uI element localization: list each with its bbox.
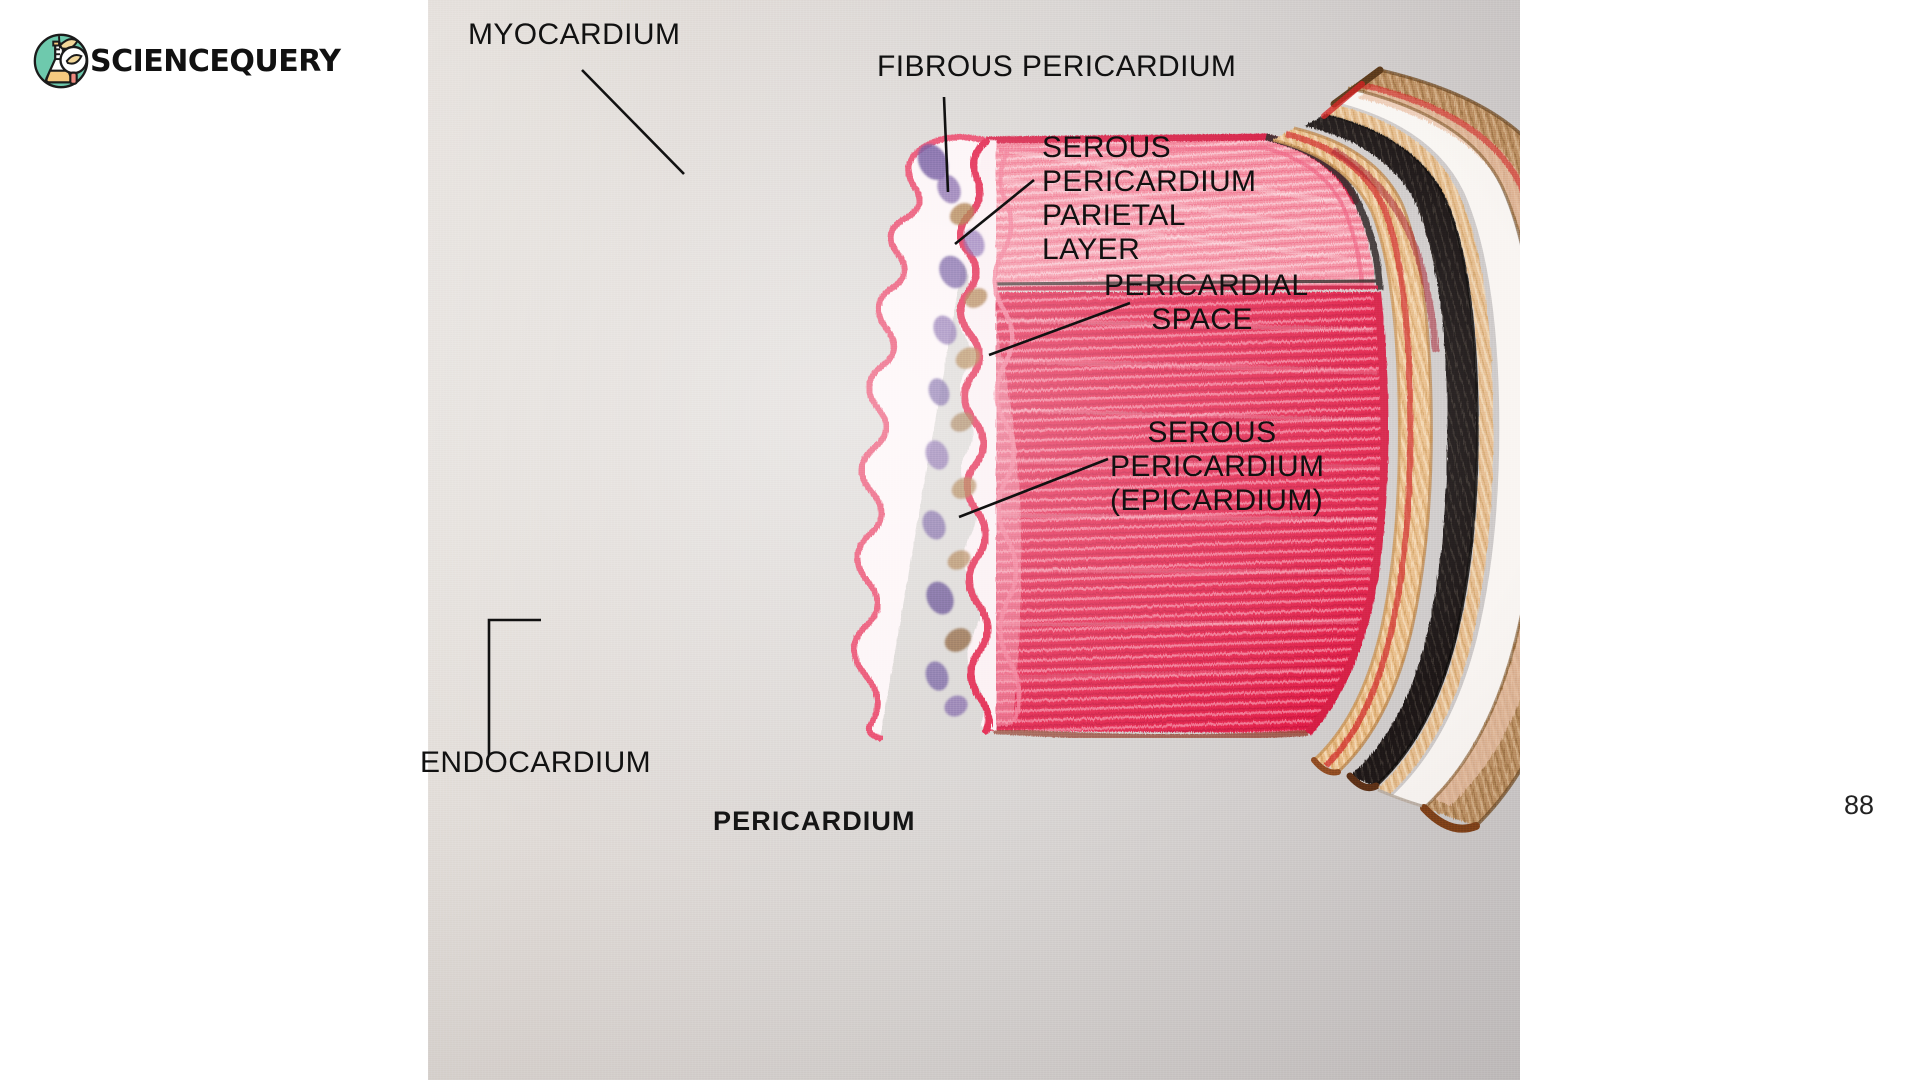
label-serous-pericardium-parietal-layer: SEROUS PERICARDIUM PARIETAL LAYER	[1042, 131, 1257, 266]
label-myocardium: MYOCARDIUM	[468, 18, 681, 51]
label-endocardium: ENDOCARDIUM	[420, 746, 652, 779]
figure-photo	[428, 0, 1520, 1080]
brand-name: SCIENCEQUERY	[90, 43, 341, 79]
page-number: 88	[1843, 790, 1874, 820]
label-pericardial-space: PERICARDIAL SPACE	[1104, 269, 1309, 336]
label-serous-pericardium-epicardium: SEROUS PERICARDIUM (EPICARDIUM)	[1110, 416, 1325, 517]
photo-vignette-overlay	[428, 0, 1520, 1080]
figure-caption: PERICARDIUM	[713, 806, 916, 836]
brand-logo: SCIENCEQUERY	[30, 30, 341, 92]
flask-leaf-magnifier-icon	[33, 33, 89, 89]
label-fibrous-pericardium: FIBROUS PERICARDIUM	[877, 50, 1237, 83]
